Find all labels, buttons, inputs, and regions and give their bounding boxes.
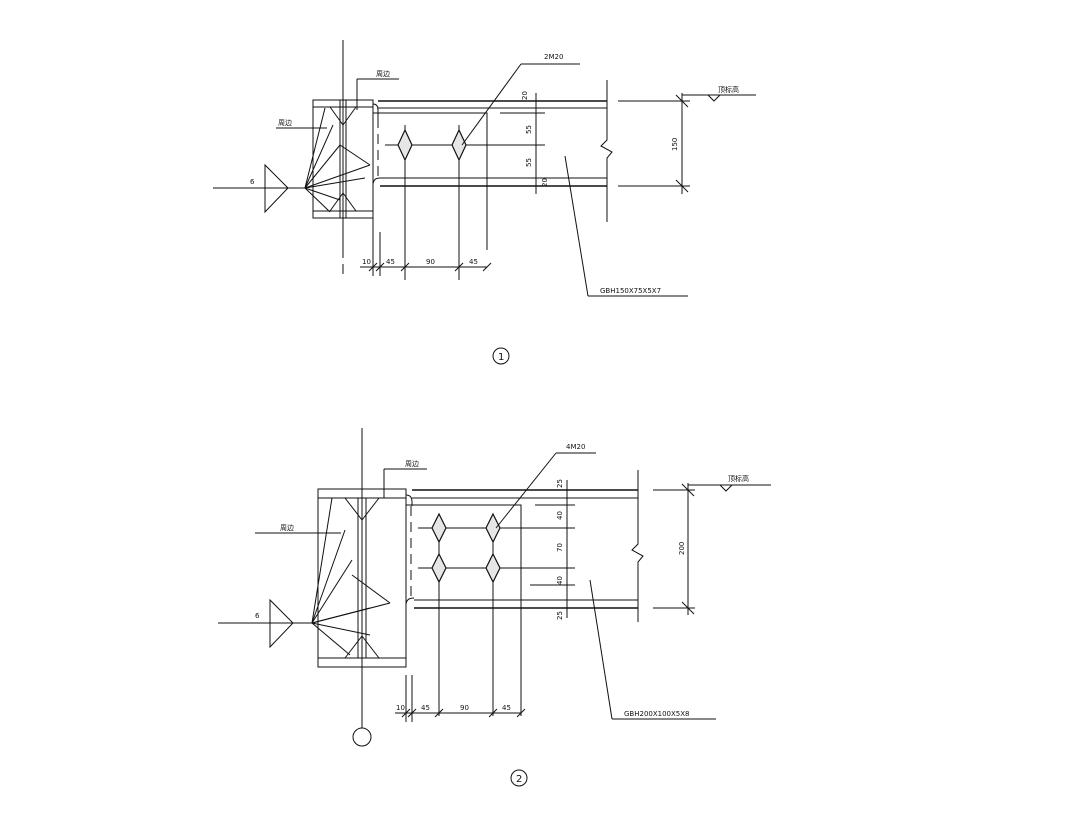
beam-cope-bot (372, 177, 381, 218)
section-leader (589, 579, 613, 720)
hdim-2: 45 (386, 258, 395, 266)
column-flange-box (312, 99, 374, 219)
vdim-4: 20 (541, 178, 549, 187)
hdim-3: 90 (460, 704, 469, 712)
bolt-spec: 2M20 (544, 53, 563, 61)
detail-1: 6 周边 周边 2M20 (213, 40, 756, 365)
beam-break-line (631, 470, 644, 622)
bolt-spec-leader (495, 452, 557, 529)
beam-cope-top (372, 100, 379, 118)
bolt-spec: 4M20 (566, 443, 585, 451)
vdim-2: 40 (556, 511, 564, 520)
bolt (485, 512, 501, 544)
vdim-2: 55 (525, 125, 533, 134)
stiffener-top-2 (342, 106, 357, 126)
centerline-bubble (352, 727, 372, 747)
bolt (451, 128, 467, 162)
hdim-2: 45 (421, 704, 430, 712)
depth-dim: 200 (678, 542, 686, 555)
weld-leader-fan (311, 497, 391, 656)
bolt (485, 552, 501, 584)
shear-plate (406, 504, 522, 716)
stiffener-top (329, 106, 344, 126)
weld-size-label: 6 (255, 612, 260, 620)
elevation-note: 顶标高 (728, 474, 749, 483)
vdim-3: 70 (556, 543, 564, 552)
elevation-triangle (706, 94, 722, 102)
weld-note-left: 周边 (280, 523, 294, 532)
vdim-3: 55 (525, 158, 533, 167)
depth-dim: 150 (671, 138, 679, 151)
bolt-spec-leader (461, 63, 522, 146)
hdim-4: 45 (502, 704, 511, 712)
section-label: GBH200X100X5X8 (624, 710, 690, 718)
hdim-1: 10 (362, 258, 371, 266)
weld-note-top: 周边 (405, 459, 419, 468)
detail-number-circle (510, 769, 528, 787)
weld-symbol-triangle (264, 163, 289, 214)
hdim-3: 90 (426, 258, 435, 266)
weld-note-left: 周边 (278, 118, 292, 127)
detail-2: 6 周边 周边 4M20 (218, 428, 771, 787)
weld-size-label: 6 (250, 178, 255, 186)
bolt (431, 512, 447, 544)
weld-symbol-triangle (269, 598, 294, 649)
elevation-note: 顶标高 (718, 85, 739, 94)
vdim-1: 20 (521, 91, 529, 100)
section-leader (564, 155, 589, 297)
shear-plate (373, 112, 488, 250)
weld-leader-fan (304, 107, 371, 213)
bolt (397, 128, 413, 162)
detail-number: 2 (516, 774, 522, 785)
stiffener-bot (329, 192, 344, 212)
column-flange-box (317, 488, 407, 668)
weld-note-top: 周边 (376, 69, 390, 78)
beam-cope-bot (405, 597, 415, 667)
detail-number-circle (492, 347, 510, 365)
bolt (431, 552, 447, 584)
hdim-4: 45 (469, 258, 478, 266)
beam-break-line (600, 80, 613, 222)
vdim-4: 40 (556, 576, 564, 585)
elevation-triangle (718, 484, 734, 492)
vdim-1: 25 (556, 479, 564, 488)
stiffener-bot-2 (342, 192, 357, 212)
beam-cope-top (405, 489, 413, 506)
vdim-5: 25 (556, 611, 564, 620)
detail-number: 1 (498, 352, 504, 363)
section-label: GBH150X75X5X7 (600, 287, 661, 295)
hdim-1: 10 (396, 704, 405, 712)
